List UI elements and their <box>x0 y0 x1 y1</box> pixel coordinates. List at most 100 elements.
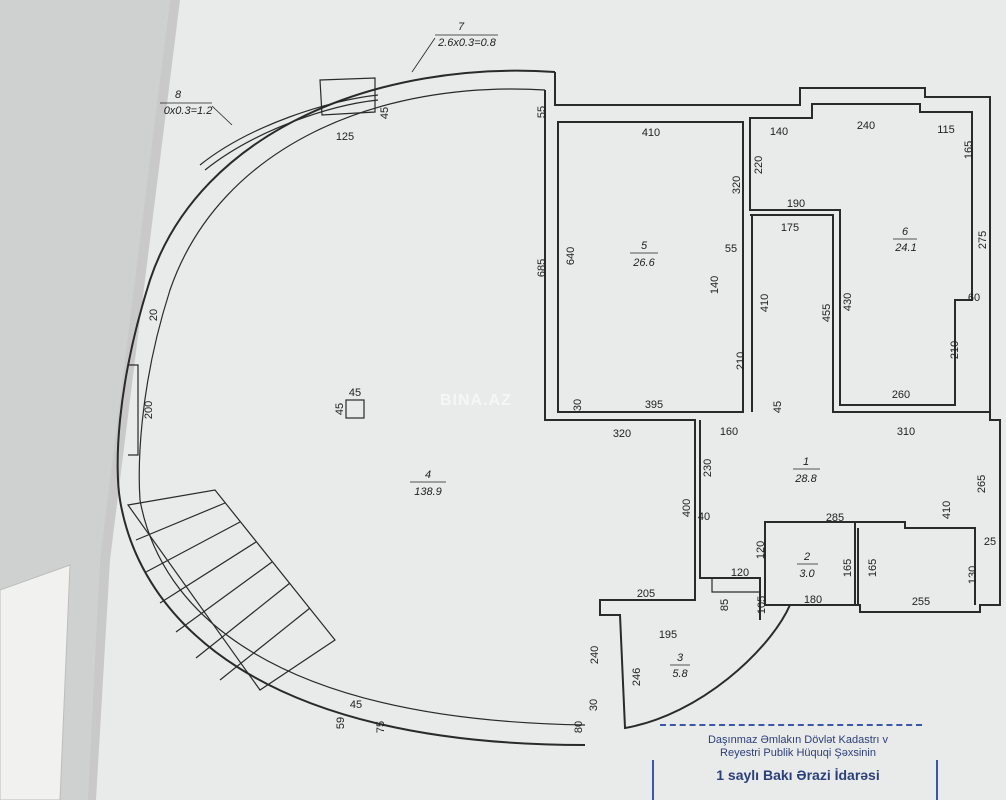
dim-55-top: 55 <box>536 106 548 118</box>
paper-edge <box>88 0 180 800</box>
left-wall-notch <box>128 364 139 456</box>
window-7-number: 7 <box>458 21 465 33</box>
dim-59: 59 <box>335 717 347 729</box>
dim-255: 255 <box>912 596 930 608</box>
dim-160: 160 <box>720 426 738 438</box>
svg-text:3: 3 <box>677 652 684 664</box>
dim-685: 685 <box>536 259 548 277</box>
dim-400: 400 <box>681 499 693 517</box>
stamp-line-2: Reyestri Publik Hüquqi Şəxsinin <box>720 747 876 759</box>
dim-30-room5: 30 <box>572 399 584 411</box>
window-7-leader <box>411 37 436 73</box>
stamp-line-3: 1 saylı Bakı Ərazi İdarəsi <box>716 767 880 783</box>
dim-395: 395 <box>645 399 663 411</box>
dim-230: 230 <box>702 459 714 477</box>
dim-140-top: 140 <box>770 126 788 138</box>
dim-20: 20 <box>148 309 160 321</box>
dim-195: 195 <box>659 629 677 641</box>
room-1-label: 1 28.8 <box>793 456 820 485</box>
dim-165-room1: 165 <box>867 559 879 577</box>
room-5-label: 5 26.6 <box>630 240 658 269</box>
room-6-label: 6 24.1 <box>893 226 917 254</box>
watermark: BINA.AZ <box>440 392 512 409</box>
column-box <box>345 399 365 419</box>
window-8-formula: 0x0.3=1.2 <box>164 105 213 117</box>
dim-60: 60 <box>968 292 980 304</box>
dim-210-room5: 210 <box>735 352 747 370</box>
dim-640: 640 <box>565 247 577 265</box>
dim-200: 200 <box>143 401 155 419</box>
window-8-leader <box>211 105 233 126</box>
room-3-walls <box>699 420 761 620</box>
dim-430: 430 <box>842 293 854 311</box>
window-7-formula: 2.6x0.3=0.8 <box>437 37 497 49</box>
svg-text:28.8: 28.8 <box>794 473 817 485</box>
dim-455: 455 <box>821 304 833 322</box>
top-pier <box>319 77 376 116</box>
paper-curl <box>0 564 71 800</box>
dim-240-room3: 240 <box>589 646 601 664</box>
stamp-top-border <box>660 724 922 726</box>
svg-text:5.8: 5.8 <box>672 668 688 680</box>
room-3-label: 3 5.8 <box>670 652 690 680</box>
dim-45-box-top: 45 <box>349 387 361 399</box>
svg-text:24.1: 24.1 <box>894 242 916 254</box>
arc-window-band <box>199 94 379 166</box>
dim-410-top: 410 <box>642 127 660 139</box>
dim-125: 125 <box>336 131 354 143</box>
arc-window-band-2 <box>204 99 379 171</box>
dimension-labels: 125 45 55 410 140 240 115 220 320 165 19… <box>143 106 996 733</box>
cadastre-stamp: Daşınmaz Əmlakın Dövlət Kadastrı v Reyes… <box>648 724 948 800</box>
svg-text:6: 6 <box>902 226 909 238</box>
dim-120-room2: 120 <box>755 541 767 559</box>
svg-text:1: 1 <box>803 456 809 468</box>
dim-115: 115 <box>937 124 955 136</box>
svg-text:3.0: 3.0 <box>799 568 815 580</box>
dim-30-bottom: 30 <box>588 699 600 711</box>
paper-sheet <box>90 0 1006 800</box>
room-6-walls <box>749 103 973 406</box>
right-block-outer <box>544 72 1001 730</box>
svg-text:4: 4 <box>425 469 431 481</box>
dim-45-corridor: 45 <box>772 401 784 413</box>
dim-220: 220 <box>753 156 765 174</box>
dim-285: 285 <box>826 512 844 524</box>
svg-text:2: 2 <box>803 551 810 563</box>
window-8-number: 8 <box>175 89 182 101</box>
dim-120-corridor: 120 <box>731 567 749 579</box>
dim-210-room6: 210 <box>949 341 961 359</box>
room-4-label: 4 138.9 <box>410 469 446 498</box>
dim-260: 260 <box>892 389 910 401</box>
room-1-lower-walls <box>855 521 976 605</box>
dim-410-corridor: 410 <box>759 294 771 312</box>
room-2-label: 2 3.0 <box>797 551 818 580</box>
dim-45-top: 45 <box>379 107 391 119</box>
dim-165-room2: 165 <box>842 559 854 577</box>
dim-320-right5: 320 <box>731 176 743 194</box>
dim-410-room1: 410 <box>941 501 953 519</box>
corridor-walls <box>750 214 990 413</box>
room-5-walls <box>557 121 744 413</box>
dim-190: 190 <box>787 198 805 210</box>
dim-25: 25 <box>984 536 996 548</box>
dim-75: 75 <box>375 721 387 733</box>
dim-310: 310 <box>897 426 915 438</box>
dim-175: 175 <box>781 222 799 234</box>
dim-80: 80 <box>573 721 585 733</box>
dim-55-right5: 55 <box>725 243 737 255</box>
corridor-notch <box>711 578 760 593</box>
dim-165-top: 165 <box>963 141 975 159</box>
stamp-line-1: Daşınmaz Əmlakın Dövlət Kadastrı v <box>707 734 889 746</box>
stamp-left-border <box>652 760 654 800</box>
dim-265: 265 <box>976 475 988 493</box>
room-2-walls <box>764 521 856 606</box>
dim-240-top: 240 <box>857 120 875 132</box>
stamp-right-border <box>936 760 938 800</box>
dim-105: 105 <box>756 596 768 614</box>
dim-320-bottom5: 320 <box>613 428 631 440</box>
dim-85: 85 <box>719 599 731 611</box>
dim-275: 275 <box>977 231 989 249</box>
dim-45-bottom: 45 <box>350 699 362 711</box>
dim-40: 40 <box>698 511 710 523</box>
